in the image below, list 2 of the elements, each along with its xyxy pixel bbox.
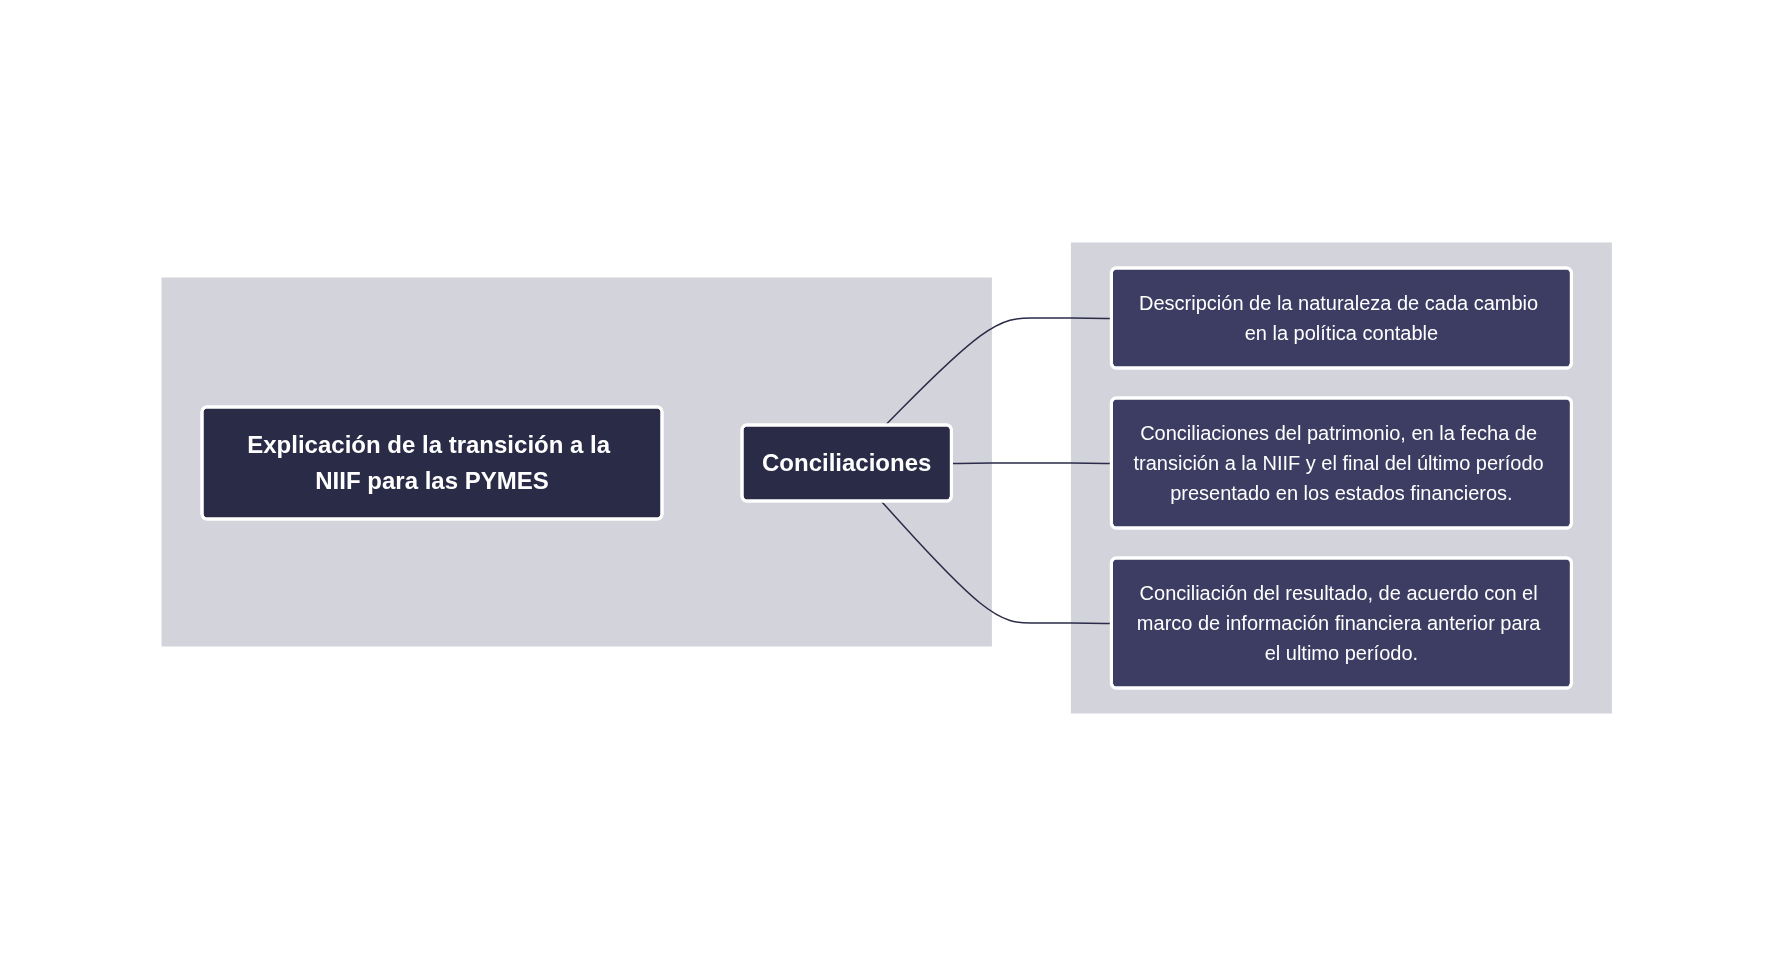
cluster <box>1071 242 1613 714</box>
cluster <box>161 277 993 647</box>
